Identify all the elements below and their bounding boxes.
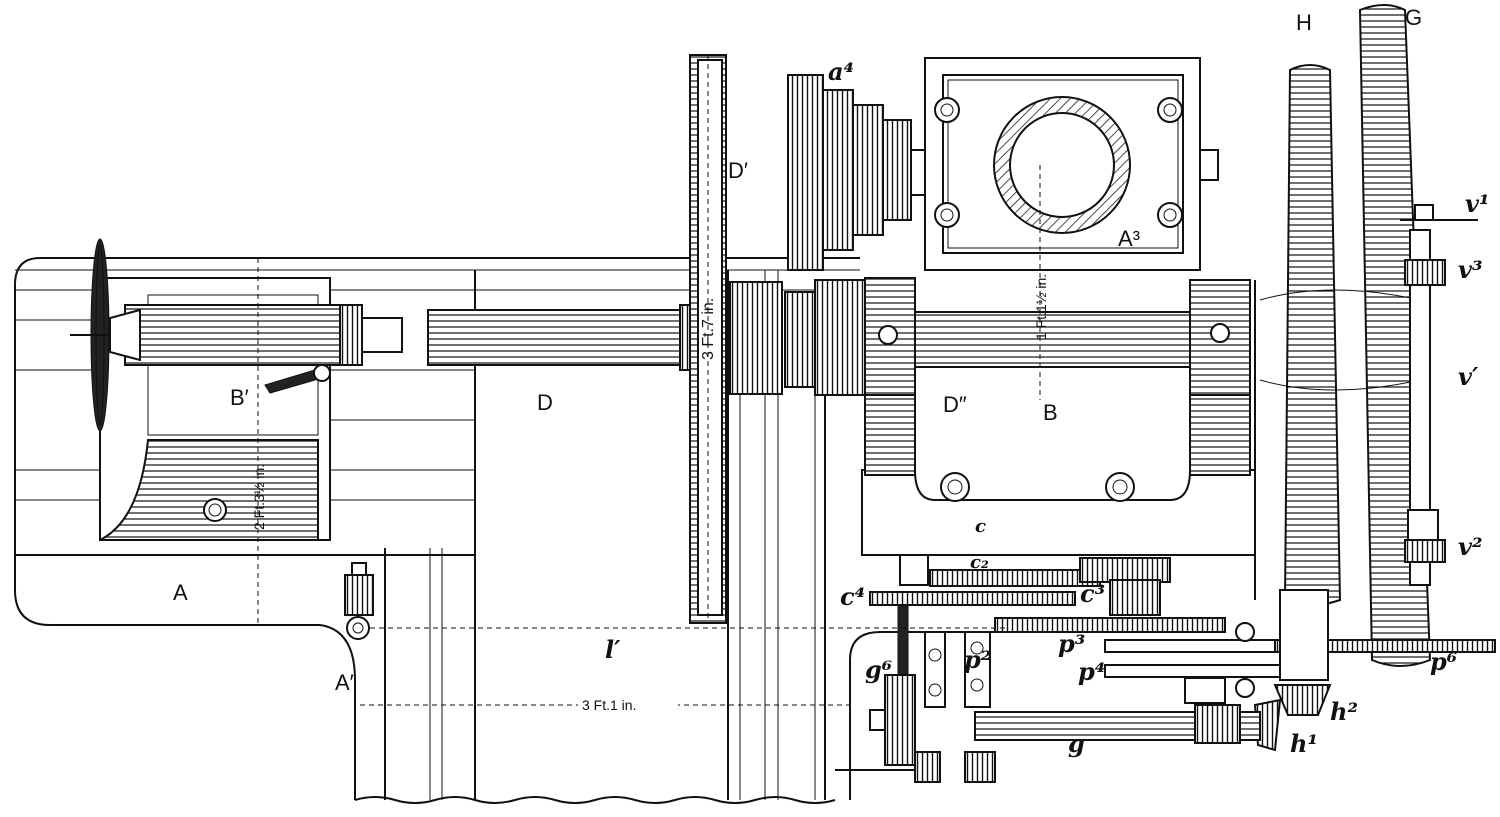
dim-gear-diameter: 3 Ft.7 in. xyxy=(700,298,717,360)
label-h2: h² xyxy=(1330,697,1358,726)
label-A-prime: A′ xyxy=(335,670,354,695)
label-g6: g⁶ xyxy=(865,655,892,684)
label-D: D xyxy=(537,390,553,415)
label-B: B xyxy=(1043,400,1058,425)
headstock xyxy=(70,238,403,541)
cone-pulley-a4 xyxy=(787,74,930,271)
label-B-prime: B′ xyxy=(230,385,249,410)
label-D-prime: D′ xyxy=(728,158,748,183)
bracket-B xyxy=(861,280,1256,600)
stud-A-prime xyxy=(344,562,374,640)
label-v-prime: v′ xyxy=(1458,362,1479,391)
label-p3: p³ xyxy=(1058,629,1085,658)
lower-gear-train xyxy=(835,554,1496,783)
dim-height-left: 2 Ft.3½ in. xyxy=(251,464,267,530)
label-D-double-prime: D″ xyxy=(943,392,967,417)
bearing-box-A3 xyxy=(924,57,1219,271)
label-c2: c₂ xyxy=(970,552,989,573)
label-c4: c⁴ xyxy=(840,582,865,611)
pulley-H xyxy=(1283,64,1342,606)
part-labels: a⁴ D′ H G A³ v¹ v³ v′ v² D B′ D″ B c A c… xyxy=(173,5,1489,758)
vertical-shaft-v xyxy=(1400,204,1478,586)
label-v2: v² xyxy=(1458,532,1482,561)
label-h1: h¹ xyxy=(1290,729,1318,758)
label-c3: c³ xyxy=(1080,579,1105,608)
label-G: G xyxy=(1405,5,1422,30)
label-p2: p² xyxy=(964,645,991,674)
label-a4: a⁴ xyxy=(828,57,854,86)
label-p6: p⁶ xyxy=(1430,647,1457,676)
label-v3: v³ xyxy=(1458,255,1482,284)
dim-height-right: 1 Ft.1½ in. xyxy=(1033,274,1049,340)
label-p4: p⁴ xyxy=(1078,657,1105,686)
label-A: A xyxy=(173,580,188,605)
label-H: H xyxy=(1296,10,1312,35)
label-c: c xyxy=(975,516,986,537)
dimension-labels: 3 Ft.7 in. 2 Ft.3½ in. 1 Ft.1½ in. 3 Ft.… xyxy=(251,274,1049,713)
label-A3: A³ xyxy=(1118,226,1140,251)
label-v1: v¹ xyxy=(1465,189,1489,218)
dim-base-width: 3 Ft.1 in. xyxy=(582,697,636,713)
label-l-prime: l′ xyxy=(605,635,621,664)
label-g: g xyxy=(1068,729,1085,758)
shaft-D xyxy=(427,277,1251,471)
